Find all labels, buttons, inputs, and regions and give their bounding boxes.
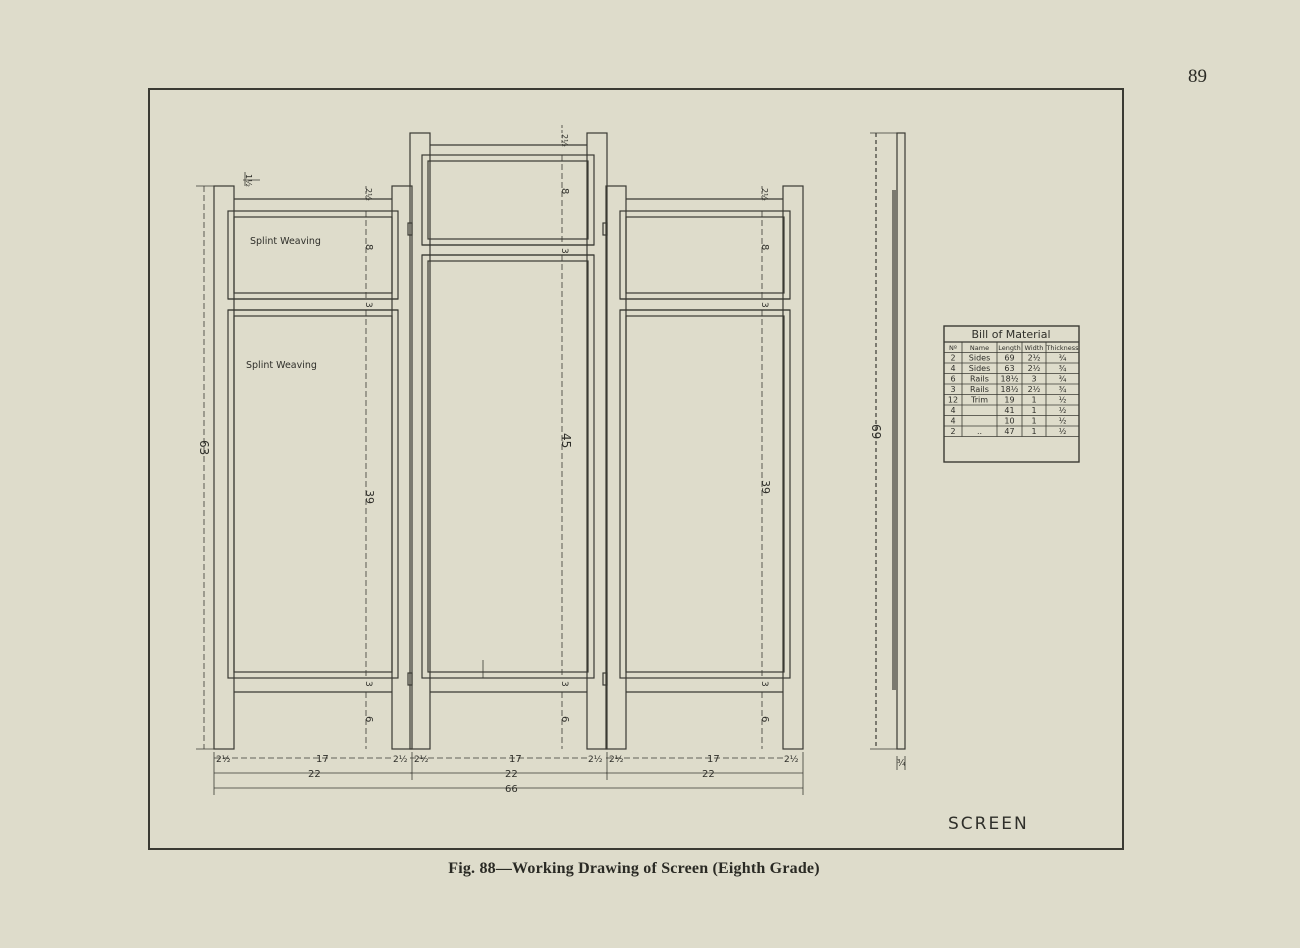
bom-cell: 1 xyxy=(1031,396,1036,405)
bom-cell: 41 xyxy=(1004,406,1014,415)
dim-3-right-top: 3 xyxy=(759,302,769,308)
bom-cell: 3 xyxy=(950,385,955,394)
bom-cell: Rails xyxy=(970,385,989,394)
dim-height-left: 63 xyxy=(197,440,211,455)
bom-cell: ½ xyxy=(1059,417,1067,426)
dim-3-left-top: 3 xyxy=(363,302,373,308)
dim-22-center: 22 xyxy=(505,769,518,780)
dim-side-thickness: ¾ xyxy=(897,759,906,769)
drawing-title: SCREEN xyxy=(948,814,1029,834)
dimension-lines xyxy=(196,125,804,795)
bom-cell: 4 xyxy=(950,417,955,426)
weaving-label-top: Splint Weaving xyxy=(250,236,321,247)
dim-6-left: 6 xyxy=(363,716,374,722)
bom-cell: Sides xyxy=(969,364,990,373)
bom-cell: .. xyxy=(977,427,982,436)
bom-cell: 63 xyxy=(1004,364,1014,373)
bom-cell: ¾ xyxy=(1059,364,1067,373)
dim-17-right: 17 xyxy=(707,754,720,765)
bom-cell: 4 xyxy=(950,364,955,373)
bom-cell: 12 xyxy=(948,396,958,405)
dim-top-offset-right: 2½ xyxy=(760,188,769,201)
bom-cell: 3 xyxy=(1031,375,1036,384)
dim-3-center-bottom: 3 xyxy=(559,681,569,687)
bom-cell: 6 xyxy=(950,375,955,384)
bom-cell: 2 xyxy=(950,427,955,436)
bom-header-cell: Width xyxy=(1025,344,1044,352)
bom-title: Bill of Material xyxy=(972,328,1051,341)
bom-cell: ¾ xyxy=(1059,354,1067,363)
bom-cell: ½ xyxy=(1059,396,1067,405)
bom-cell: 18½ xyxy=(1001,385,1019,394)
left-panel xyxy=(213,185,413,750)
bom-header-cell: Thickness xyxy=(1045,344,1079,352)
bom-cell: 1 xyxy=(1031,417,1036,426)
dim-top-offset-center: 2½ xyxy=(560,134,569,147)
right-panel xyxy=(605,185,804,750)
dim-total-66: 66 xyxy=(505,784,518,795)
dim-22-left: 22 xyxy=(308,769,321,780)
dim-17-center: 17 xyxy=(509,754,522,765)
bom-cell: Trim xyxy=(970,396,988,405)
dim-17-left: 17 xyxy=(316,754,329,765)
bom-cell: 2½ xyxy=(1028,364,1041,373)
dim-post-2: 2½ xyxy=(393,755,408,765)
bom-header-cell: Length xyxy=(998,344,1020,352)
dim-3-center-top: 3 xyxy=(559,248,569,254)
bom-cell: 2½ xyxy=(1028,354,1041,363)
bom-cell: ¾ xyxy=(1059,385,1067,394)
bom-header-cell: Name xyxy=(970,344,989,352)
bom-cell: 4 xyxy=(950,406,955,415)
dim-post-left: 2½ xyxy=(216,755,231,765)
dim-8-left: 8 xyxy=(363,244,374,250)
center-panel xyxy=(407,132,608,750)
bom-cell: ½ xyxy=(1059,427,1067,436)
dim-6-center: 6 xyxy=(559,716,570,722)
dim-22-right: 22 xyxy=(702,769,715,780)
dim-3-right-bottom: 3 xyxy=(759,681,769,687)
bom-cell: 47 xyxy=(1004,427,1014,436)
plate-border xyxy=(148,88,1124,850)
bom-cell: 19 xyxy=(1004,396,1014,405)
bom-cell: 2 xyxy=(950,354,955,363)
dim-6-right: 6 xyxy=(759,716,770,722)
dim-height-center: 45 xyxy=(559,433,573,448)
dim-3-left-bottom: 3 xyxy=(363,681,373,687)
dim-post-5: 2½ xyxy=(609,755,624,765)
bom-cell: 18½ xyxy=(1001,375,1019,384)
bom-cell: 1 xyxy=(1031,427,1036,436)
bom-header-cell: Nº xyxy=(949,344,957,352)
bom-cell: 10 xyxy=(1004,417,1014,426)
page-number: 89 xyxy=(1188,66,1207,87)
bom-cell: 69 xyxy=(1004,354,1014,363)
side-view xyxy=(870,132,906,770)
dim-post-right: 2½ xyxy=(784,755,799,765)
bom-cell: 1 xyxy=(1031,406,1036,415)
bom-cell: 2½ xyxy=(1028,385,1041,394)
figure-caption: Fig. 88—Working Drawing of Screen (Eight… xyxy=(448,860,820,877)
dim-height-right: 69 xyxy=(869,424,883,439)
weaving-label-main: Splint Weaving xyxy=(246,360,317,371)
bom-cell: Sides xyxy=(969,354,990,363)
dim-post-offset: 1½ xyxy=(244,174,253,187)
dim-post-4: 2½ xyxy=(588,755,603,765)
dim-39-left: 39 xyxy=(363,490,376,504)
bom-cell: ½ xyxy=(1059,406,1067,415)
dim-39-right: 39 xyxy=(759,480,772,494)
dim-8-center: 8 xyxy=(559,188,570,194)
bom-cell: ¾ xyxy=(1059,375,1067,384)
bom-cell: Rails xyxy=(970,375,989,384)
dim-post-3: 2½ xyxy=(414,755,429,765)
dim-8-right: 8 xyxy=(759,244,770,250)
dim-top-offset-left: 2½ xyxy=(364,188,373,201)
